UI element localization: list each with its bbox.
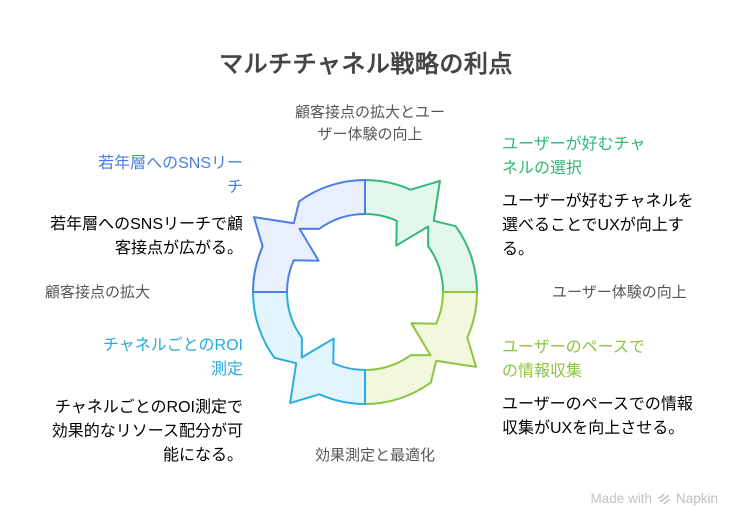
left-bottom-heading-line2: 測定	[210, 361, 243, 378]
right-junction-label: ユーザー体験の向上	[552, 284, 687, 301]
right-bottom-description-line1: ユーザーのペースでの情報	[502, 396, 693, 413]
top-junction-label: 顧客接点の拡大とユー ザー体験の向上	[276, 102, 464, 146]
right-top-heading: ユーザーが好むチャ ネルの選択	[502, 130, 717, 178]
cycle-segment-top-right	[364, 179, 478, 293]
right-top-description: ユーザーが好むチャネルを 選べることでUXが向上す る。	[502, 187, 717, 259]
left-top-heading-line1: 若年層へのSNSリー	[98, 155, 243, 172]
right-bottom-heading-line2: の情報収集	[502, 363, 583, 380]
right-bottom-description: ユーザーのペースでの情報 収集がUXを向上させる。	[502, 390, 717, 438]
left-top-description: 若年層へのSNSリーチで顧 客接点が広がる。	[28, 210, 243, 258]
right-bottom-heading-line1: ユーザーのペースで	[502, 339, 645, 356]
right-top-description-line2: 選べることでUXが向上す	[502, 217, 684, 234]
left-bottom-description-line1: チャネルごとのROI測定で	[54, 399, 243, 416]
left-bottom-description-line3: 能になる。	[162, 447, 243, 464]
right-top-heading-line2: ネルの選択	[502, 160, 583, 177]
right-bottom-description-line2: 収集がUXを向上させる。	[502, 420, 685, 437]
cycle-segment-bottom-left	[252, 291, 366, 405]
bottom-junction-label: 効果測定と最適化	[314, 447, 435, 464]
top-junction-label-line2: ザー体験の向上	[317, 126, 423, 143]
made-with-attribution: Made with Napkin	[590, 491, 718, 506]
right-top-description-line1: ユーザーが好むチャネルを	[502, 193, 694, 210]
made-with-text: Made with	[590, 491, 652, 506]
left-bottom-heading: チャネルごとのROI 測定	[28, 331, 243, 379]
cycle-segment-bottom-right	[364, 291, 478, 405]
top-junction-label-line1: 顧客接点の拡大とユー	[294, 104, 445, 121]
right-top-heading-line1: ユーザーが好むチャ	[502, 136, 646, 153]
right-top-description-line3: る。	[502, 241, 535, 258]
cycle-segment-top-left	[252, 179, 366, 293]
left-bottom-description-line2: 効果的なリソース配分が可	[51, 423, 243, 440]
left-top-heading: 若年層へのSNSリー チ	[28, 149, 243, 197]
left-top-description-line1: 若年層へのSNSリーチで顧	[50, 216, 243, 233]
napkin-brand-text: Napkin	[675, 491, 718, 506]
napkin-logo-icon	[658, 493, 670, 504]
left-bottom-description: チャネルごとのROI測定で 効果的なリソース配分が可 能になる。	[28, 393, 243, 465]
left-top-description-line2: 客接点が広がる。	[114, 240, 243, 257]
left-bottom-heading-line1: チャネルごとのROI	[102, 337, 243, 354]
page-title: マルチチャネル戦略の利点	[219, 51, 513, 78]
left-junction-label: 顧客接点の拡大	[45, 284, 151, 301]
right-bottom-heading: ユーザーのペースで の情報収集	[502, 333, 717, 381]
left-top-heading-line2: チ	[226, 179, 243, 196]
